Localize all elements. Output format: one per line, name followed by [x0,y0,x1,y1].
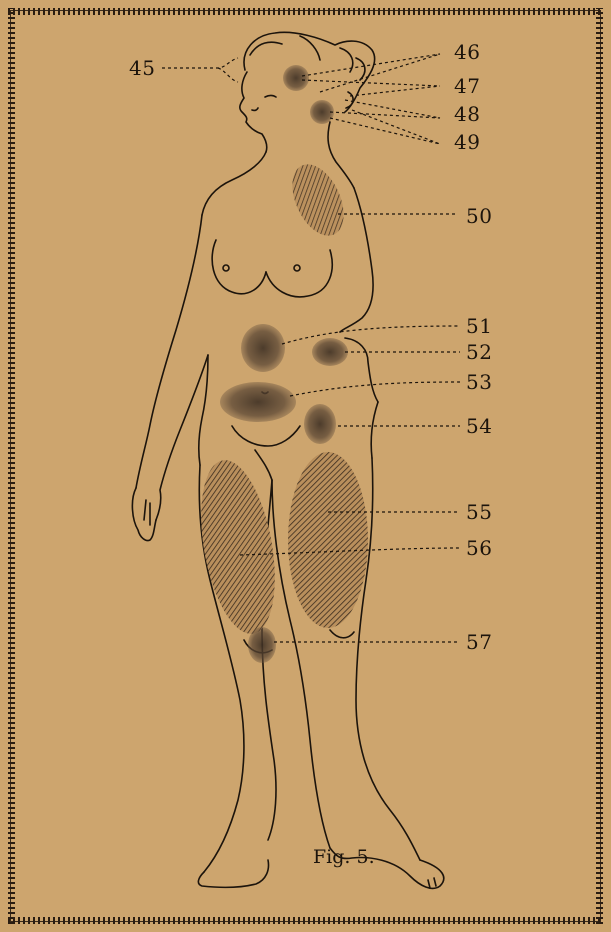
label-47: 47 [454,76,480,96]
spot-50 [282,156,354,243]
label-56: 56 [466,538,492,558]
spot-53 [220,382,296,422]
leader-48 [330,100,440,118]
spot-52 [312,338,348,366]
spot-55 [288,452,368,628]
label-46: 46 [454,42,480,62]
leader-45 [162,58,238,82]
label-52: 52 [466,342,492,362]
affected-areas [189,65,368,663]
spot-51 [241,324,285,372]
spot-46 [283,65,309,91]
label-54: 54 [466,416,492,436]
label-48: 48 [454,104,480,124]
label-50: 50 [466,206,492,226]
figure-caption: Fig. 5. [313,846,375,868]
label-51: 51 [466,316,492,336]
label-49: 49 [454,132,480,152]
spot-54 [304,404,336,444]
body-outline [132,32,443,888]
label-45: 45 [129,58,155,78]
leader-51 [282,326,460,344]
spot-57 [248,627,276,663]
label-53: 53 [466,372,492,392]
leader-47 [302,80,440,96]
label-57: 57 [466,632,492,652]
label-55: 55 [466,502,492,522]
